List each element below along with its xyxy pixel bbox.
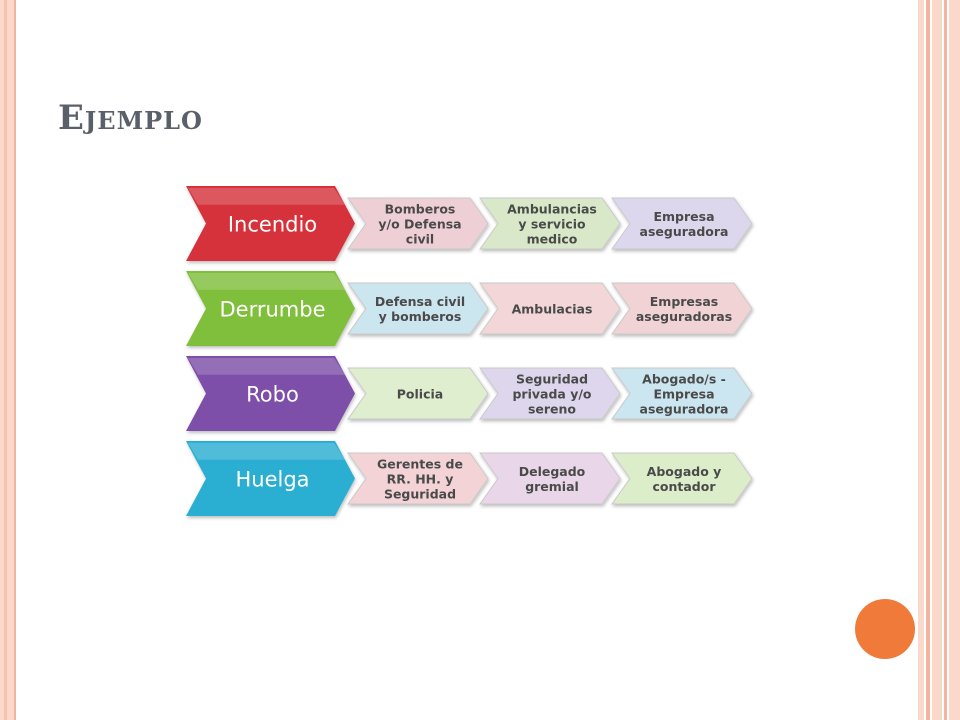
- step-chevron: [479, 282, 621, 335]
- category-chevron: [186, 186, 355, 261]
- right-decorative-band: [932, 0, 942, 720]
- step-label-line: privada y/o: [512, 387, 591, 402]
- left-decorative-line: [4, 0, 7, 720]
- step-chevron: [611, 282, 753, 335]
- right-decorative-band: [944, 0, 947, 720]
- step-chevron: [611, 452, 753, 505]
- category-label: Incendio: [228, 213, 317, 237]
- chevron-highlight: [188, 443, 345, 460]
- step-label-line: Seguridad: [384, 487, 456, 502]
- step-label-line: civil: [406, 232, 434, 247]
- step-label-line: Abogado y: [647, 464, 722, 479]
- chevron-highlight: [188, 273, 345, 290]
- step-label-line: Seguridad: [516, 372, 588, 387]
- step-label: Ambulacias: [512, 302, 593, 317]
- step-chevron: [479, 367, 621, 420]
- category-chevron: [186, 356, 355, 431]
- accent-circle: [855, 599, 915, 659]
- step-label-line: Empresa: [653, 209, 714, 224]
- left-decorative-border: [0, 0, 16, 720]
- step-chevron: [347, 452, 489, 505]
- step-label-line: Empresas: [650, 294, 718, 309]
- step-label-line: y bomberos: [379, 309, 462, 324]
- step-chevron: [347, 197, 489, 250]
- step-label-line: Abogado/s -: [642, 372, 726, 387]
- step-chevron: [611, 197, 753, 250]
- right-decorative-band: [918, 0, 924, 720]
- category-label: Derrumbe: [219, 298, 325, 322]
- step-label-line: aseguradora: [640, 224, 729, 239]
- step-label-line: aseguradoras: [636, 309, 732, 324]
- category-label: Robo: [246, 383, 299, 407]
- step-label-line: Ambulacias: [512, 302, 593, 317]
- step-chevron: [347, 367, 489, 420]
- step-label-line: y/o Defensa: [378, 217, 461, 232]
- step-label: Policia: [397, 387, 443, 402]
- step-label-line: aseguradora: [640, 402, 729, 417]
- right-decorative-band: [949, 0, 960, 720]
- step-label-line: Policia: [397, 387, 443, 402]
- step-chevron: [479, 197, 621, 250]
- step-chevron: [479, 452, 621, 505]
- chevron-highlight: [188, 188, 345, 205]
- step-label-line: Defensa civil: [375, 294, 465, 309]
- slide-title: Ejemplo: [58, 98, 203, 138]
- right-decorative-band: [926, 0, 930, 720]
- step-label-line: Delegado: [519, 464, 586, 479]
- category-chevron: [186, 441, 355, 516]
- step-chevron: [347, 282, 489, 335]
- step-label-line: medico: [527, 232, 578, 247]
- step-label-line: y servicio: [518, 217, 586, 232]
- category-chevron: [186, 271, 355, 346]
- step-label-line: Gerentes de: [377, 457, 463, 472]
- step-chevron: [611, 367, 753, 420]
- step-label-line: sereno: [528, 402, 576, 417]
- step-label-line: Ambulancias: [507, 202, 597, 217]
- step-label-line: Empresa: [653, 387, 714, 402]
- step-label-line: Bomberos: [385, 202, 456, 217]
- step-label-line: contador: [652, 479, 716, 494]
- category-label: Huelga: [235, 468, 309, 492]
- step-label-line: gremial: [525, 479, 579, 494]
- step-label-line: RR. HH. y: [387, 472, 454, 487]
- chevron-highlight: [188, 358, 345, 375]
